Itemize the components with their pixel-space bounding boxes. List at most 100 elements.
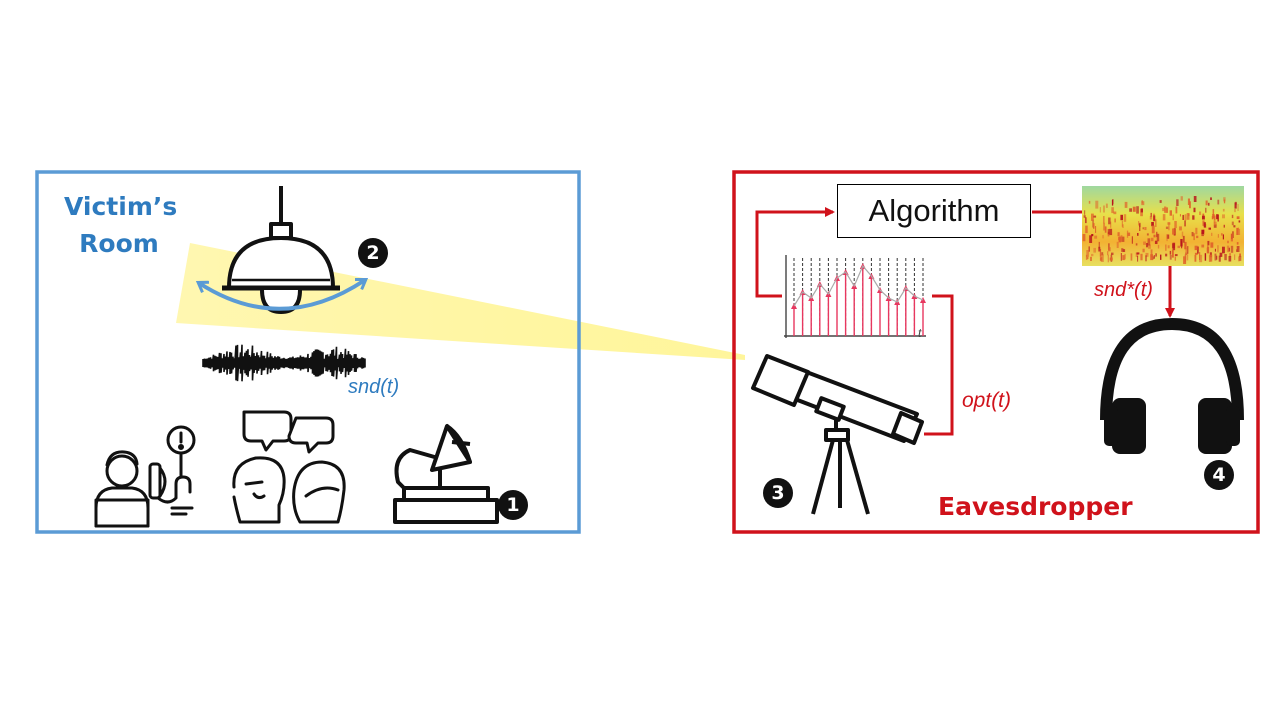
spectrogram-speckle — [1234, 209, 1236, 213]
spectrogram-speckle — [1110, 221, 1112, 228]
spectrogram-speckle — [1218, 255, 1221, 262]
spectrogram-speckle — [1144, 227, 1147, 231]
spectrogram-speckle — [1214, 215, 1216, 220]
spectrogram-speckle — [1211, 216, 1214, 220]
eavesdropper-frame — [732, 170, 1260, 534]
spectrogram-speckle — [1202, 215, 1205, 220]
spectrogram-speckle — [1236, 249, 1238, 252]
spectrogram-speckle — [1162, 214, 1166, 221]
spectrogram-speckle — [1174, 254, 1178, 257]
spectrogram-speckle — [1103, 216, 1105, 224]
spectrogram-speckle — [1148, 244, 1151, 249]
spectrogram-speckle — [1222, 246, 1225, 254]
spectrogram-speckle — [1223, 197, 1226, 202]
spectrogram-speckle — [1142, 227, 1144, 230]
spectrogram-speckle — [1196, 235, 1199, 239]
time-axis-label: t — [918, 326, 922, 340]
spectrogram-speckle — [1238, 220, 1241, 223]
spectrogram-speckle — [1186, 254, 1189, 261]
spectrogram-speckle — [1107, 229, 1110, 235]
spectrogram-speckle — [1187, 198, 1190, 205]
spectrogram-speckle — [1116, 241, 1119, 248]
spectrogram-speckle — [1169, 250, 1172, 255]
spectrogram-speckle — [1085, 225, 1088, 234]
spectrogram-speckle — [1179, 214, 1181, 217]
spectrogram-speckle — [1181, 231, 1184, 237]
spectrogram-speckle — [1184, 214, 1187, 221]
spectrogram-speckle — [1192, 215, 1195, 220]
spectrogram-speckle — [1214, 253, 1217, 261]
spectrogram-speckle — [1153, 255, 1155, 259]
spectrogram-speckle — [1174, 221, 1177, 229]
spectrogram-speckle — [1124, 201, 1128, 208]
phone-caller-icon — [94, 425, 196, 528]
spectrogram-speckle — [1213, 224, 1217, 228]
sound-waveform-icon — [202, 344, 366, 382]
spectrogram-speckle — [1151, 225, 1155, 234]
spectrogram-speckle — [1171, 249, 1174, 258]
spectrogram-speckle — [1140, 253, 1143, 261]
spectrogram-speckle — [1201, 229, 1204, 234]
spectrogram-speckle — [1150, 212, 1152, 218]
spectrogram-speckle — [1099, 207, 1101, 213]
spectrogram-speckle — [1122, 255, 1125, 261]
algorithm-label: Algorithm — [868, 193, 1000, 228]
spectrogram-speckle — [1222, 214, 1225, 219]
gramophone-icon — [393, 424, 499, 524]
spectrogram-speckle — [1164, 206, 1167, 213]
spectrogram-speckle — [1238, 256, 1240, 262]
spectrogram-speckle — [1212, 214, 1215, 219]
step-badge-1: 1 — [498, 490, 528, 520]
spectrogram-speckle — [1089, 235, 1093, 243]
spectrogram-speckle — [1208, 202, 1210, 206]
spectrogram-speckle — [1219, 252, 1223, 257]
step-badge-3: 3 — [763, 478, 793, 508]
spectrogram-speckle — [1172, 228, 1175, 235]
spectrogram-speckle — [1156, 231, 1158, 238]
spectrogram-speckle — [1236, 246, 1240, 252]
spectrogram-speckle — [1165, 226, 1169, 229]
spectrogram-speckle — [1194, 245, 1198, 251]
spectrogram-speckle — [1099, 257, 1103, 261]
spectrogram-speckle — [1227, 240, 1229, 244]
spectrogram-speckle — [1187, 246, 1189, 254]
spectrogram-speckle — [1121, 236, 1125, 242]
spectrogram-speckle — [1211, 232, 1213, 236]
optical-signal-label: opt(t) — [962, 389, 1012, 412]
spectrogram-speckle — [1129, 208, 1132, 212]
spectrogram-speckle — [1099, 248, 1102, 257]
spectrogram-speckle — [1145, 255, 1147, 262]
spectrogram-speckle — [1235, 201, 1237, 205]
spectrogram-speckle — [1102, 235, 1104, 239]
spectrogram-speckle — [1086, 250, 1089, 257]
headphones-icon — [1100, 317, 1244, 454]
spectrogram-speckle — [1206, 246, 1210, 254]
spectrogram-speckle — [1167, 222, 1171, 225]
spectrogram-speckle — [1213, 216, 1216, 224]
step-badge-2: 2 — [358, 238, 388, 268]
spectrogram-speckle — [1145, 252, 1149, 257]
spectrogram-speckle — [1111, 199, 1114, 206]
spectrogram-speckle — [1107, 254, 1109, 263]
spectrogram-speckle — [1224, 254, 1227, 261]
spectrogram-speckle — [1165, 244, 1167, 251]
spectrogram-speckle — [1231, 221, 1234, 226]
spectrogram-speckle — [1124, 253, 1126, 260]
spectrogram-speckle — [1180, 196, 1183, 201]
spectrogram-speckle — [1230, 245, 1234, 253]
victim-room-frame — [35, 170, 581, 534]
spectrogram-speckle — [1234, 202, 1237, 209]
sampled-signal-plot-icon — [784, 255, 926, 338]
spectrogram-speckle — [1085, 217, 1087, 224]
spectrogram-speckle — [1237, 204, 1239, 211]
step-badge-4: 4 — [1204, 460, 1234, 490]
spectrogram-speckle — [1101, 252, 1104, 256]
spectrogram-speckle — [1140, 208, 1143, 213]
spectrogram-speckle — [1153, 234, 1156, 238]
spectrogram-speckle — [1221, 233, 1223, 236]
spectrogram-speckle — [1146, 233, 1149, 236]
spectrogram-speckle — [1147, 238, 1151, 246]
spectrogram-speckle — [1231, 214, 1234, 219]
spectrogram-speckle — [1238, 227, 1239, 230]
victim-room-title-line2: Room — [79, 229, 159, 258]
